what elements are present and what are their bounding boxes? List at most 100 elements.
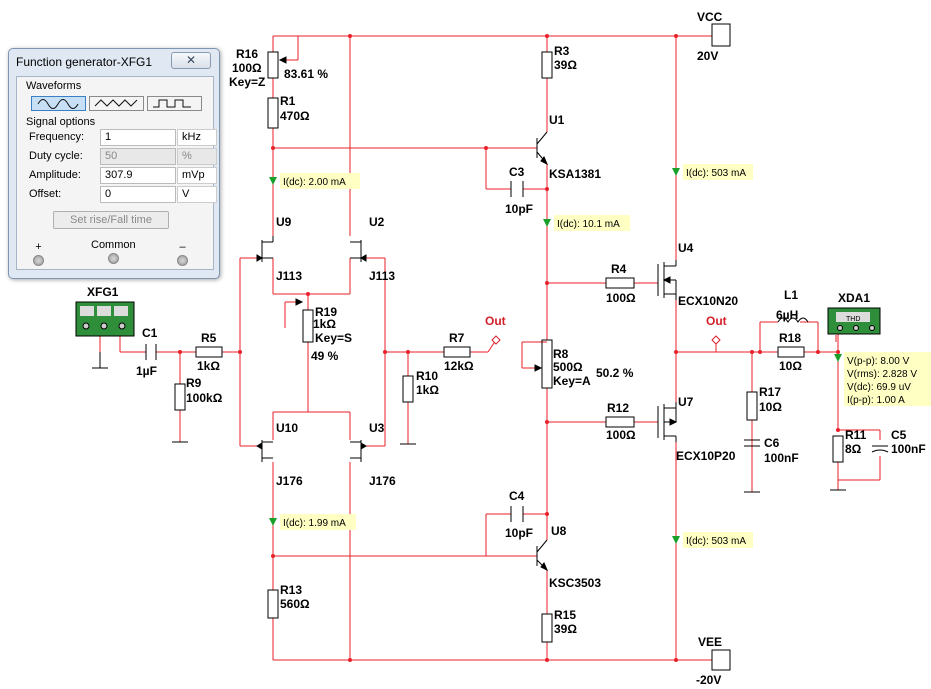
u2-name: U2 (369, 215, 385, 229)
r1-name: R1 (280, 94, 296, 108)
terminal-dot-icon (33, 255, 44, 266)
r19-key: Key=S (315, 331, 352, 345)
out-label-1: Out (485, 314, 506, 328)
amplitude-unit-select[interactable]: mVp (177, 167, 217, 184)
title-bar[interactable]: Function generator-XFG1 ✕ (9, 49, 219, 71)
vee-value: -20V (696, 673, 721, 687)
close-icon: ✕ (185, 53, 197, 67)
r5-name: R5 (201, 331, 217, 345)
r8-key: Key=A (553, 374, 591, 388)
frequency-input[interactable]: 1 (100, 129, 176, 146)
probe-2-text: I(dc): 10.1 mA (557, 219, 620, 230)
r18-name: R18 (779, 331, 801, 345)
u7-name: U7 (678, 395, 694, 409)
vcc-value: 20V (697, 49, 718, 63)
sine-wave-icon (37, 99, 79, 109)
u9-name: U9 (276, 215, 292, 229)
common-terminal-label: Common (91, 239, 136, 251)
u7-model: ECX10P20 (676, 449, 736, 463)
minus-terminal[interactable]: – (177, 241, 188, 266)
frequency-label: Frequency: (29, 131, 85, 143)
duty-cycle-unit-select[interactable]: % (177, 148, 217, 165)
r10-value: 1kΩ (416, 383, 439, 397)
probe-1-text: I(dc): 2.00 mA (283, 177, 346, 188)
c1-value: 1µF (136, 364, 157, 378)
u10-name: U10 (276, 421, 298, 435)
duty-cycle-input[interactable]: 50 (100, 148, 176, 165)
r19-name: R19 (315, 305, 337, 319)
r15-name: R15 (554, 608, 576, 622)
sine-wave-button[interactable] (31, 96, 86, 111)
probe-6-vrms: V(rms): 2.828 V (847, 369, 917, 380)
close-button[interactable]: ✕ (171, 52, 211, 69)
offset-row: Offset: 0 V (27, 186, 217, 203)
common-terminal[interactable]: Common (91, 239, 136, 264)
square-wave-button[interactable] (147, 96, 202, 111)
c5-name: C5 (891, 428, 907, 442)
vcc-label: VCC (697, 10, 723, 24)
function-generator-window[interactable]: Function generator-XFG1 ✕ Waveforms Sign… (8, 48, 220, 279)
plus-terminal[interactable]: + (33, 241, 44, 266)
r12-value: 100Ω (606, 428, 636, 442)
xda1-instrument-icon[interactable]: THD (827, 307, 881, 335)
r11-value: 8Ω (845, 442, 862, 456)
c5-value: 100nF (891, 442, 926, 456)
c4-name: C4 (509, 489, 525, 503)
r4-value: 100Ω (606, 291, 636, 305)
out-markers (491, 335, 721, 345)
frequency-unit-select[interactable]: kHz (177, 129, 217, 146)
probe-boxes (280, 164, 931, 548)
u3-name: U3 (369, 421, 385, 435)
components (92, 23, 889, 671)
xda1-label: XDA1 (838, 291, 870, 305)
u4-name: U4 (678, 241, 694, 255)
probe-6-ipp: I(p-p): 1.00 A (847, 395, 905, 406)
offset-input[interactable]: 0 (100, 186, 176, 203)
c3-name: C3 (509, 165, 525, 179)
set-rise-fall-time-button[interactable]: Set rise/Fall time (53, 211, 169, 229)
xfg1-instrument-icon[interactable] (75, 301, 135, 337)
vee-label: VEE (698, 635, 722, 649)
xda1-screen-text: THD (846, 316, 860, 323)
minus-terminal-label: – (179, 241, 186, 253)
r8-value: 500Ω (553, 360, 583, 374)
probe-5-text: I(dc): 503 mA (686, 536, 746, 547)
r12-name: R12 (607, 401, 629, 415)
amplitude-label: Amplitude: (29, 169, 81, 181)
r16-value: 100Ω (232, 61, 262, 75)
c6-name: C6 (764, 436, 780, 450)
r18-value: 10Ω (779, 359, 802, 373)
u3-model: J176 (369, 474, 396, 488)
amplitude-input[interactable]: 307.9 (100, 167, 176, 184)
u8-model: KSC3503 (549, 576, 601, 590)
r16-key: Key=Z (229, 75, 265, 89)
u10-model: J176 (276, 474, 303, 488)
c1-name: C1 (142, 326, 158, 340)
r10-name: R10 (416, 369, 438, 383)
l1-name: L1 (784, 288, 798, 302)
r3-name: R3 (554, 44, 570, 58)
offset-unit-select[interactable]: V (177, 186, 217, 203)
r9-name: R9 (186, 376, 202, 390)
offset-label: Offset: (29, 188, 62, 200)
r11-name: R11 (845, 428, 867, 442)
terminal-dot-icon (177, 255, 188, 266)
triangle-wave-icon (94, 99, 138, 107)
r17-value: 10Ω (759, 400, 782, 414)
r15-value: 39Ω (554, 622, 577, 636)
probe-3-text: I(dc): 503 mA (686, 168, 746, 179)
r7-name: R7 (449, 331, 465, 345)
u9-model: J113 (276, 269, 302, 283)
c3-value: 10pF (505, 202, 533, 216)
window-title: Function generator-XFG1 (16, 55, 153, 69)
plus-terminal-label: + (35, 241, 42, 253)
c4-value: 10pF (505, 526, 533, 540)
r5-value: 1kΩ (197, 359, 220, 373)
c6-value: 100nF (764, 451, 799, 465)
triangle-wave-button[interactable] (89, 96, 144, 111)
amplitude-row: Amplitude: 307.9 mVp (27, 167, 217, 184)
u1-model: KSA1381 (549, 167, 601, 181)
l1-value: 6µH (776, 308, 798, 322)
duty-cycle-row: Duty cycle: 50 % (27, 148, 217, 165)
